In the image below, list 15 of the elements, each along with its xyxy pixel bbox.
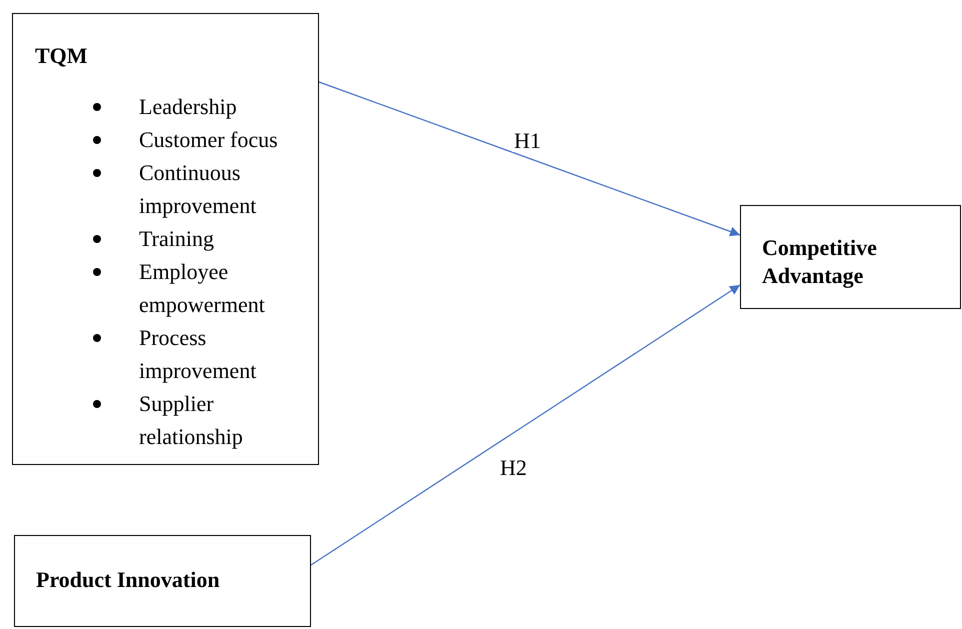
box-heading: TQM <box>35 42 88 70</box>
list-item: Supplier relationship <box>139 390 244 451</box>
concept-box <box>14 535 311 627</box>
arrow <box>310 284 740 566</box>
arrow <box>318 81 740 236</box>
concept-box <box>12 13 319 465</box>
list-item: Employee empowerment <box>139 258 266 319</box>
list-item: Process improvement <box>139 324 258 385</box>
list-item: Continuous improvement <box>139 159 258 220</box>
list-item: Leadership <box>139 93 238 121</box>
concept-box <box>740 205 961 309</box>
list-item: Customer focus <box>139 126 279 154</box>
box-label: Product Innovation <box>36 566 220 594</box>
list-item: Training <box>139 225 215 253</box>
box-label: Competitive Advantage <box>762 234 878 290</box>
